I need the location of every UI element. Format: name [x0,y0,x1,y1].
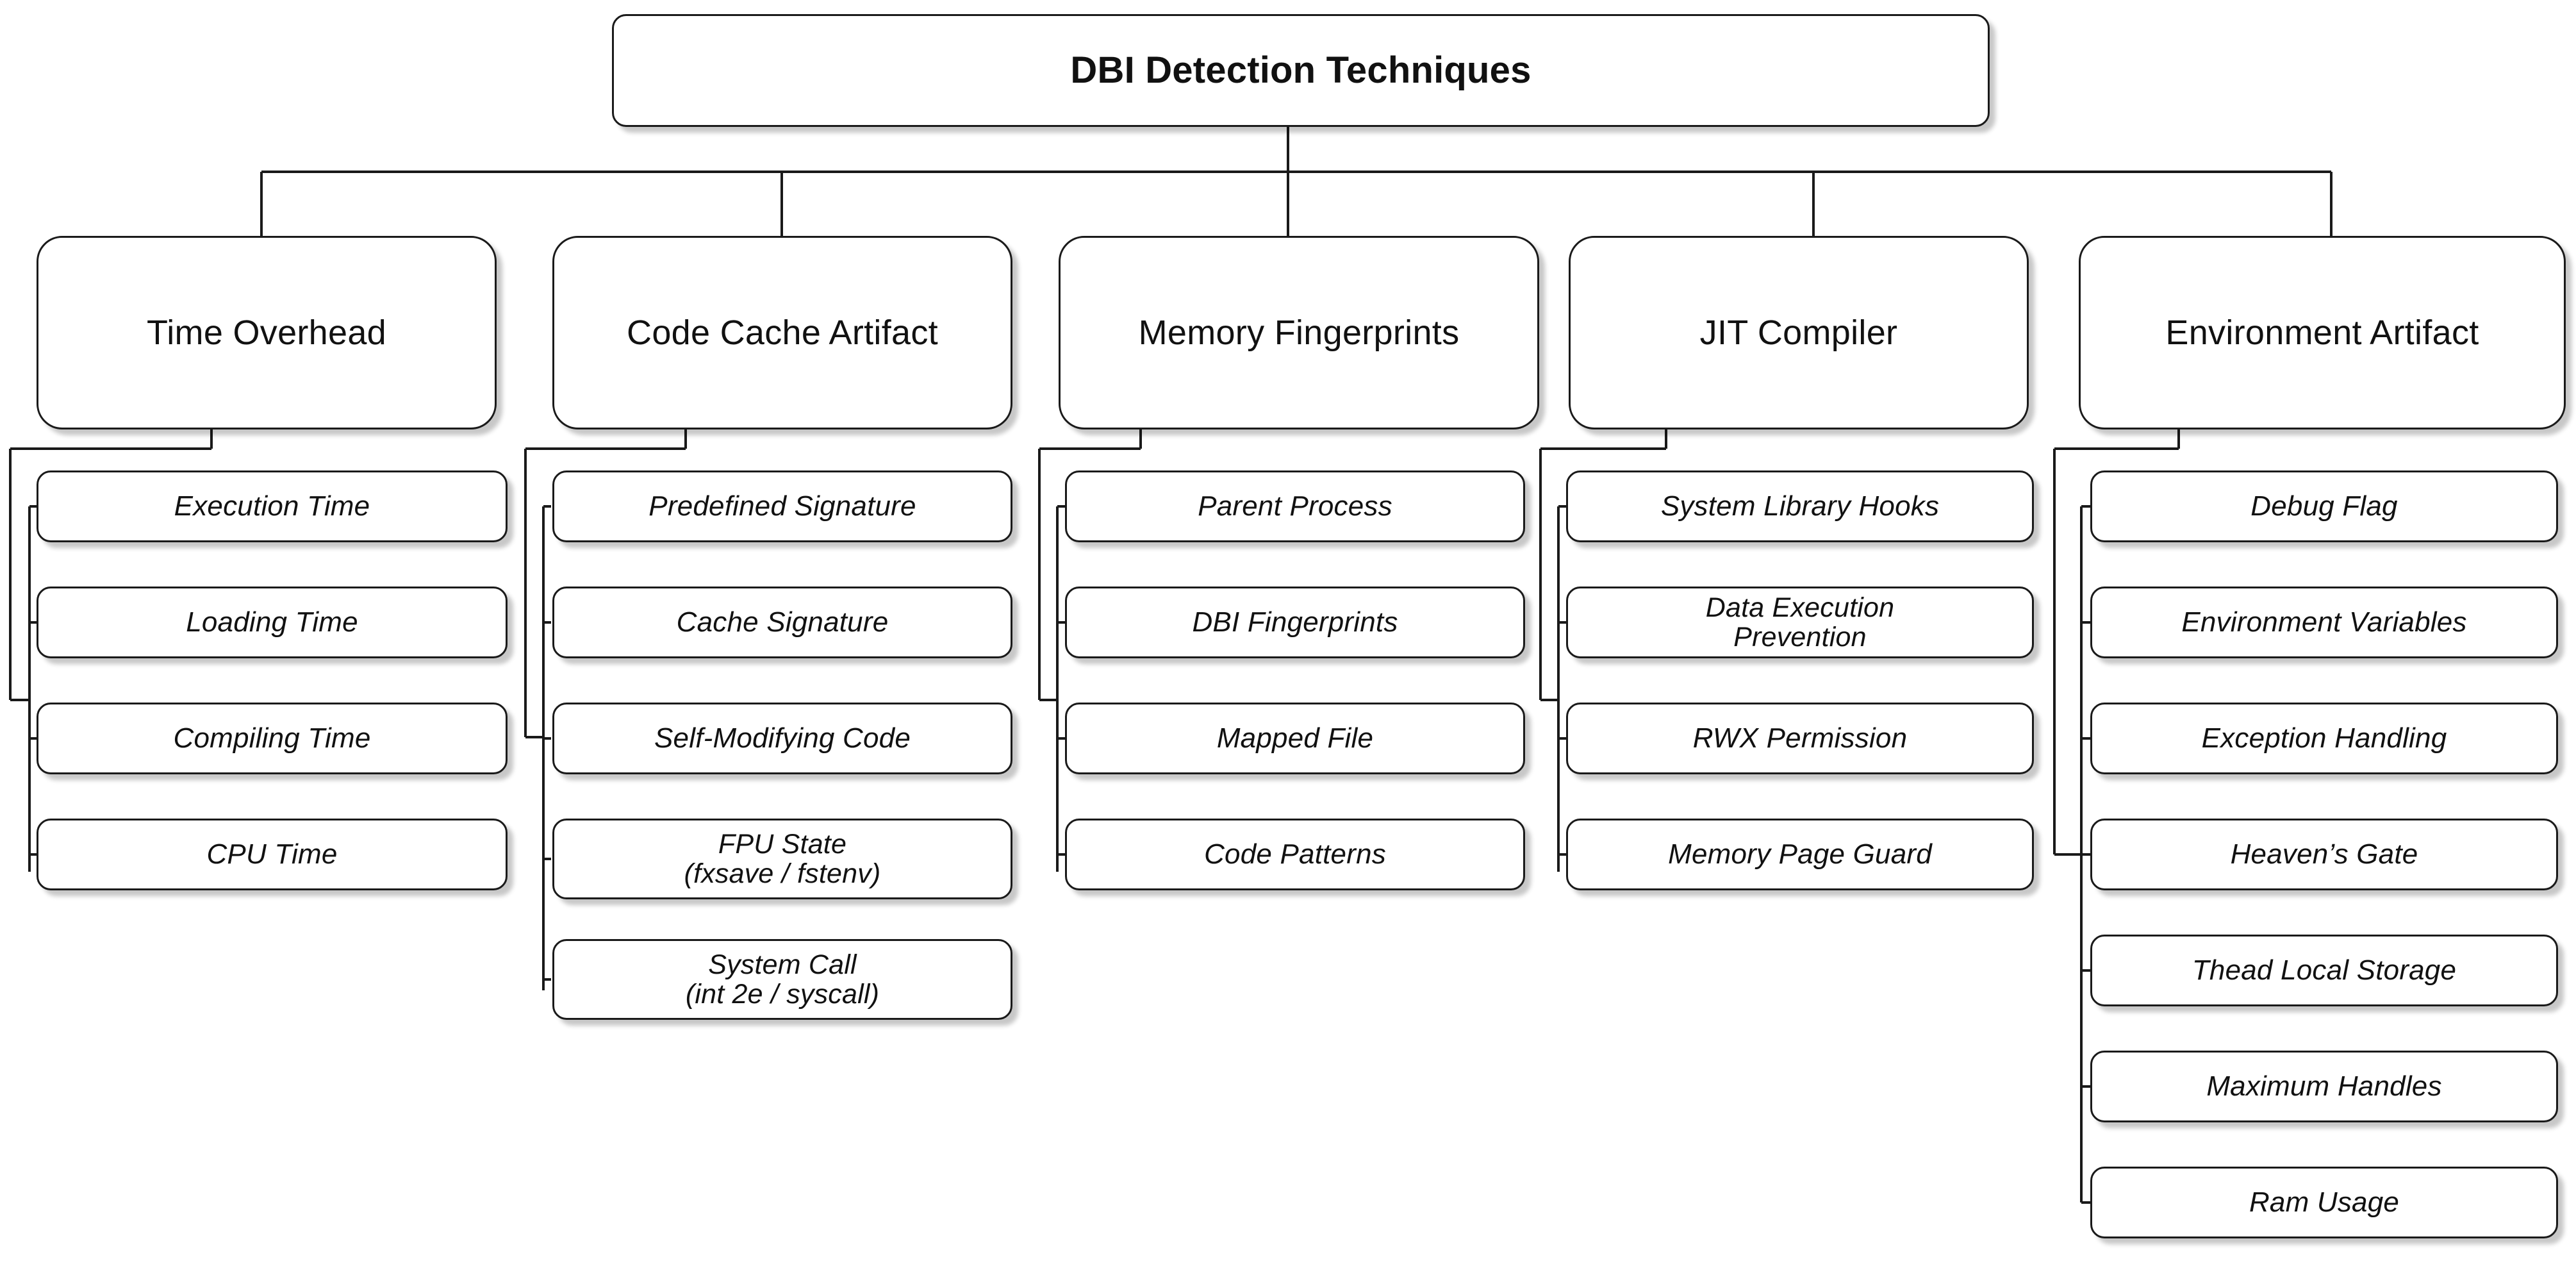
leaf-label-line1: System Call [708,949,857,980]
leaf-node[interactable]: Loading Time [37,587,508,658]
leaf-label: System Call (int 2e / syscall) [554,949,1011,1010]
leaf-node[interactable]: Cache Signature [552,587,1012,658]
leaf-label-line2: Prevention [1733,622,1867,653]
leaf-label: Debug Flag [2250,490,2398,522]
category-label: Memory Fingerprints [1138,313,1460,352]
leaf-node[interactable]: DBI Fingerprints [1065,587,1525,658]
leaf-node[interactable]: Parent Process [1065,470,1525,542]
leaf-label: Memory Page Guard [1668,838,1932,870]
leaf-label: Maximum Handles [2206,1070,2442,1103]
leaf-label: Code Patterns [1204,838,1386,870]
category-node-time-overhead[interactable]: Time Overhead [37,236,497,429]
leaf-node[interactable]: Thead Local Storage [2090,935,2558,1006]
leaf-label: Parent Process [1198,490,1392,522]
leaf-node[interactable]: RWX Permission [1566,703,2034,774]
root-node-label: DBI Detection Techniques [1070,49,1532,91]
leaf-node[interactable]: Environment Variables [2090,587,2558,658]
leaf-node[interactable]: Self-Modifying Code [552,703,1012,774]
category-node-environment-artifact[interactable]: Environment Artifact [2079,236,2566,429]
leaf-label: Ram Usage [2249,1186,2400,1219]
category-node-jit-compiler[interactable]: JIT Compiler [1569,236,2029,429]
leaf-label: Environment Variables [2181,606,2467,638]
root-node[interactable]: DBI Detection Techniques [612,14,1990,127]
leaf-label: Cache Signature [676,606,889,638]
leaf-label: Exception Handling [2201,722,2447,754]
leaf-node[interactable]: Memory Page Guard [1566,819,2034,890]
category-node-code-cache-artifact[interactable]: Code Cache Artifact [552,236,1012,429]
leaf-label-line2: (fxsave / fstenv) [684,858,881,889]
category-node-memory-fingerprints[interactable]: Memory Fingerprints [1059,236,1539,429]
leaf-label: FPU State (fxsave / fstenv) [554,829,1011,889]
leaf-node[interactable]: CPU Time [37,819,508,890]
leaf-label-line1: FPU State [718,828,847,860]
leaf-label: Execution Time [174,490,370,522]
leaf-node[interactable]: Heaven’s Gate [2090,819,2558,890]
leaf-node[interactable]: Ram Usage [2090,1167,2558,1238]
leaf-node[interactable]: Execution Time [37,470,508,542]
leaf-node[interactable]: Compiling Time [37,703,508,774]
leaf-node[interactable]: System Library Hooks [1566,470,2034,542]
leaf-label: Heaven’s Gate [2230,838,2418,870]
leaf-label: Thead Local Storage [2192,954,2457,986]
leaf-label-line2: (int 2e / syscall) [685,979,880,1010]
leaf-label: Loading Time [186,606,358,638]
leaf-node[interactable]: Code Patterns [1065,819,1525,890]
leaf-node[interactable]: Data Execution Prevention [1566,587,2034,658]
leaf-label: Mapped File [1216,722,1374,754]
leaf-label: DBI Fingerprints [1192,606,1398,638]
leaf-node[interactable]: Exception Handling [2090,703,2558,774]
leaf-label-line1: Data Execution [1705,592,1895,623]
leaf-label: System Library Hooks [1660,490,1940,522]
leaf-node[interactable]: Maximum Handles [2090,1051,2558,1122]
leaf-node[interactable]: Debug Flag [2090,470,2558,542]
category-label: Code Cache Artifact [627,313,938,352]
leaf-label: RWX Permission [1692,722,1908,754]
leaf-label: Compiling Time [173,722,371,754]
leaf-node[interactable]: System Call (int 2e / syscall) [552,939,1012,1020]
leaf-label: Self-Modifying Code [654,722,911,754]
category-label: JIT Compiler [1699,313,1898,352]
leaf-node[interactable]: FPU State (fxsave / fstenv) [552,819,1012,899]
leaf-label: CPU Time [206,838,338,870]
leaf-node[interactable]: Mapped File [1065,703,1525,774]
category-label: Time Overhead [146,313,387,352]
category-label: Environment Artifact [2165,313,2479,352]
leaf-label: Predefined Signature [648,490,916,522]
leaf-node[interactable]: Predefined Signature [552,470,1012,542]
leaf-label: Data Execution Prevention [1568,592,2032,653]
